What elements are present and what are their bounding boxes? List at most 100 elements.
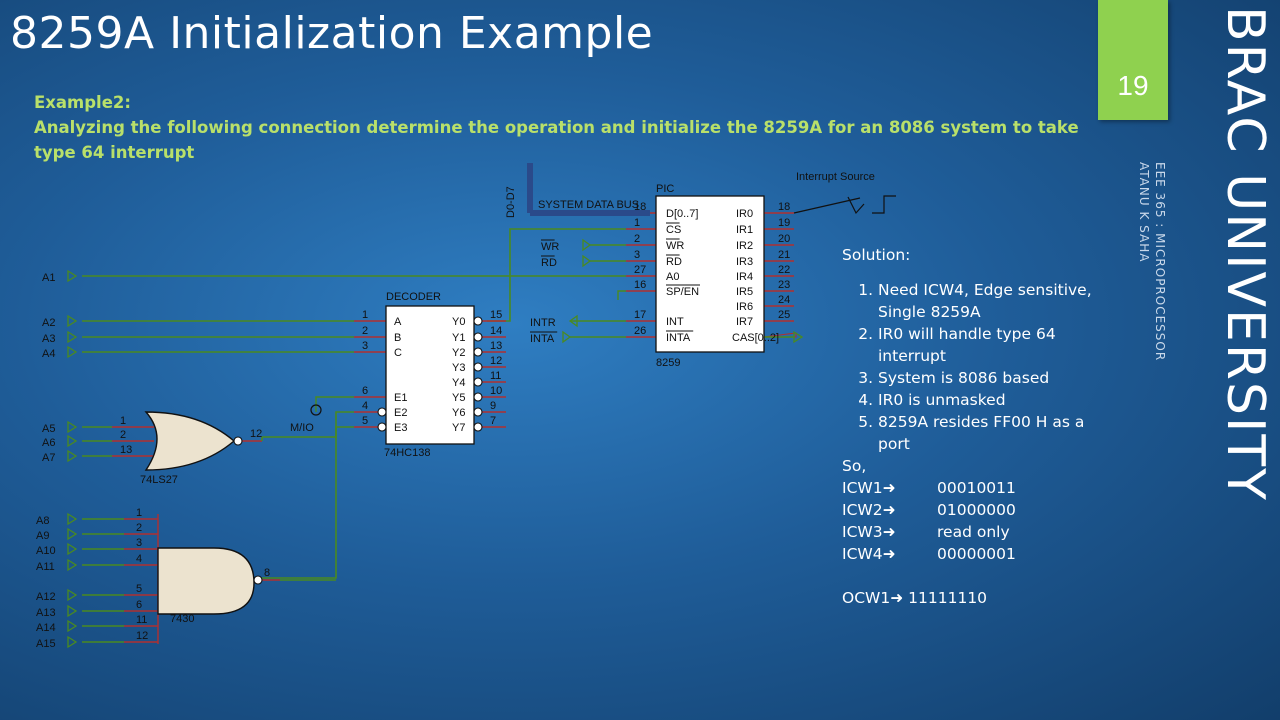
decoder-pin-number: 12 [490, 355, 502, 367]
address-input-arrow [67, 635, 78, 649]
arrow-head [562, 330, 572, 344]
arrow-icon: ➜ [882, 501, 896, 519]
nand-pin-number: 4 [136, 553, 142, 565]
pic-pin-name: CS [666, 224, 681, 236]
decoder-pin-name: C [394, 347, 402, 359]
nor-part: 74LS27 [140, 474, 178, 486]
decoder-pin-number: 6 [362, 385, 368, 397]
decoder-pin-name: Y2 [452, 347, 465, 359]
inversion-bubble [473, 407, 483, 417]
nor-pin-number: 13 [120, 444, 132, 456]
nor-gate [144, 411, 236, 471]
solution-item: System is 8086 based [878, 367, 1092, 389]
address-input-arrow [67, 619, 78, 633]
chips [144, 195, 765, 615]
inversion-bubble [473, 347, 483, 357]
mio-terminal [310, 404, 322, 416]
ocw-label: OCW1 [842, 589, 891, 607]
inversion-bubble [473, 316, 483, 326]
address-input-arrow [67, 542, 78, 556]
icw-label: ICW1 [842, 479, 883, 497]
ocw-value: 11111110 [908, 589, 988, 607]
pic-pin-name: INT [666, 316, 684, 328]
course-info: EEE 365 : MICROPROCESSOR ATANU K SAHA [1122, 162, 1168, 402]
nand-pin-number: 3 [136, 537, 142, 549]
nand-part: 7430 [170, 613, 194, 625]
pic-pin-number: 27 [634, 264, 646, 276]
pic-title: PIC [656, 183, 674, 195]
address-input-arrow [67, 434, 78, 448]
system-data-bus-label: SYSTEM DATA BUS [538, 199, 639, 211]
pic-pin-name: IR7 [736, 316, 753, 328]
address-input-arrow [67, 527, 78, 541]
address-input-arrow [67, 512, 78, 526]
arrow-icon: ➜ [890, 589, 904, 607]
address-input-arrow [67, 420, 78, 434]
address-label: A5 [42, 423, 55, 435]
page-number-tab: 19 [1098, 0, 1168, 120]
intr-label: INTR [530, 317, 556, 329]
arrow-icon: ➜ [882, 479, 896, 497]
address-input-arrow [67, 330, 78, 344]
example-heading: Example2: [34, 93, 131, 112]
arrow-icon: ➜ [882, 545, 896, 563]
pic-pin-number: 2 [634, 233, 640, 245]
pic-pin-name: D[0..7] [666, 208, 698, 220]
address-label: A3 [42, 333, 55, 345]
address-input-arrow [67, 558, 78, 572]
decoder-pin-name: E2 [394, 407, 407, 419]
decoder-pin-name: E1 [394, 392, 407, 404]
data-bus-label: D0-D7 [505, 186, 517, 218]
inversion-bubble [473, 422, 483, 432]
decoder-pin-number: 1 [362, 309, 368, 321]
pic-pin-number: 23 [778, 279, 790, 291]
pic-pin-number: 19 [778, 217, 790, 229]
decoder-pin-name: Y1 [452, 332, 465, 344]
circuit-diagram: PIC825918D[0..7]1CS2WR3RD27A016SP/EN17IN… [36, 163, 896, 650]
pic-pin-number: 1 [634, 217, 640, 229]
spen-wire [617, 290, 626, 300]
decoder-pin-number: 3 [362, 340, 368, 352]
solution-panel: Solution: Need ICW4, Edge sensitive, Sin… [842, 244, 1092, 609]
inversion-bubble [253, 575, 263, 585]
decoder-pin-number: 7 [490, 415, 496, 427]
decoder-pin-name: A [394, 316, 402, 328]
solution-item: IR0 will handle type 64 interrupt [878, 323, 1092, 367]
icw-label: ICW4 [842, 545, 883, 563]
arrow-head [568, 314, 578, 328]
pic-pin-name: IR6 [736, 301, 753, 313]
solution-item: 8259A resides FF00 H as a port [878, 411, 1092, 455]
icw-value: 00010011 [937, 479, 1016, 497]
pic-pin-number: 18 [778, 201, 790, 213]
decoder-pin-name: Y6 [452, 407, 465, 419]
pic-part: 8259 [656, 357, 680, 369]
address-input-arrow [67, 588, 78, 602]
mio-label: M/IO [290, 422, 314, 434]
pic-pin-number: 16 [634, 279, 646, 291]
inversion-bubble [377, 407, 387, 417]
icw-row: ICW3➜ read only [842, 521, 1092, 543]
pic-pin-number: 26 [634, 325, 646, 337]
labels: PIC825918D[0..7]1CS2WR3RD27A016SP/EN17IN… [36, 171, 875, 650]
decoder-pin-name: Y0 [452, 316, 465, 328]
decoder-pin-name: Y5 [452, 392, 465, 404]
pic-pin-name: IR4 [736, 271, 753, 283]
address-input-arrow [67, 314, 78, 328]
decoder-pin-name: Y3 [452, 362, 465, 374]
solution-item: IR0 is unmasked [878, 389, 1092, 411]
decoder-pin-number: 13 [490, 340, 502, 352]
address-label: A9 [36, 530, 49, 542]
pic-chip [655, 195, 765, 353]
decoder-chip [385, 305, 475, 445]
pic-pin-number: 25 [778, 309, 790, 321]
nand-pin-number: 5 [136, 583, 142, 595]
pulse-icon [872, 195, 896, 214]
pic-pin-name: INTA [666, 332, 691, 344]
decoder-pin-number: 5 [362, 415, 368, 427]
example-block: Example2: Analyzing the following connec… [34, 90, 1084, 165]
nor-pin-number: 2 [120, 429, 126, 441]
decoder-pin-number: 10 [490, 385, 502, 397]
inversion-bubble [473, 377, 483, 387]
switch-icon [847, 196, 865, 215]
pic-pin-number: 22 [778, 264, 790, 276]
